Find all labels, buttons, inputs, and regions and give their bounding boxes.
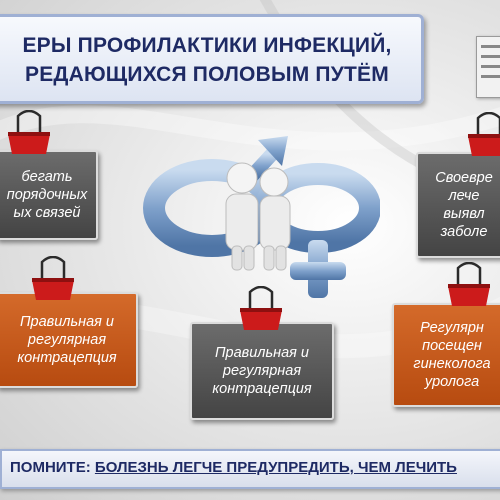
card-top-right-line-3: выявл [443, 206, 485, 222]
gender-symbol-icon [140, 130, 381, 310]
card-top-right-line-2: лече [448, 188, 480, 204]
reminder-bar-background [0, 449, 500, 489]
card-mid-center: Правильная и регулярная контрацепция [190, 322, 334, 420]
reminder-label: ПОМНИТЕ: [10, 459, 91, 476]
document-thumbnail [476, 36, 500, 98]
card-top-right-line-4: заболе [440, 224, 488, 240]
binder-clip-icon [238, 285, 284, 330]
binder-clip-icon [6, 109, 52, 154]
card-mid-right-line-3: гинеколога [413, 356, 491, 372]
card-mid-center-line-1: Правильная и [215, 345, 309, 361]
reminder-bar: ПОМНИТЕ: БОЛЕЗНЬ ЛЕГЧЕ ПРЕДУПРЕДИТЬ, ЧЕМ… [0, 440, 500, 500]
card-mid-right-line-4: уролога [424, 374, 480, 390]
card-top-left-line-1: бегать [21, 169, 73, 185]
binder-clip-icon [466, 111, 500, 156]
card-mid-right: Регулярн посещен гинеколога уролога [392, 303, 500, 407]
binder-clip-icon [446, 261, 492, 306]
card-mid-right-line-1: Регулярн [420, 320, 484, 336]
card-mid-center-line-3: контрацепция [212, 381, 312, 397]
binder-clip-icon [30, 255, 76, 300]
reminder-message: БОЛЕЗНЬ ЛЕГЧЕ ПРЕДУПРЕДИТЬ, ЧЕМ ЛЕЧИТЬ [94, 459, 457, 476]
card-top-left-line-2: порядочных [6, 187, 88, 203]
card-mid-center-line-2: регулярная [222, 363, 302, 379]
card-top-right-line-1: Своевре [435, 170, 493, 186]
card-mid-left-line-2: регулярная [27, 332, 107, 348]
card-mid-left-line-1: Правильная и [20, 314, 114, 330]
title-banner: ЕРЫ ПРОФИЛАКТИКИ ИНФЕКЦИЙ, РЕДАЮЩИХСЯ ПО… [0, 14, 424, 104]
card-top-left: бегать порядочных ых связей [0, 150, 98, 240]
title-line-1: ЕРЫ ПРОФИЛАКТИКИ ИНФЕКЦИЙ, [22, 34, 392, 57]
card-mid-left-line-3: контрацепция [17, 350, 117, 366]
card-top-left-line-3: ых связей [13, 205, 81, 221]
reminder-text: ПОМНИТЕ: БОЛЕЗНЬ ЛЕГЧЕ ПРЕДУПРЕДИТЬ, ЧЕМ… [10, 459, 457, 476]
people-figures-icon [225, 162, 291, 271]
title-line-2: РЕДАЮЩИХСЯ ПОЛОВЫМ ПУТЁМ [25, 63, 389, 86]
card-mid-right-line-2: посещен [422, 338, 482, 354]
card-mid-left: Правильная и регулярная контрацепция [0, 292, 138, 388]
card-top-right: Своевре лече выявл заболе [416, 152, 500, 258]
